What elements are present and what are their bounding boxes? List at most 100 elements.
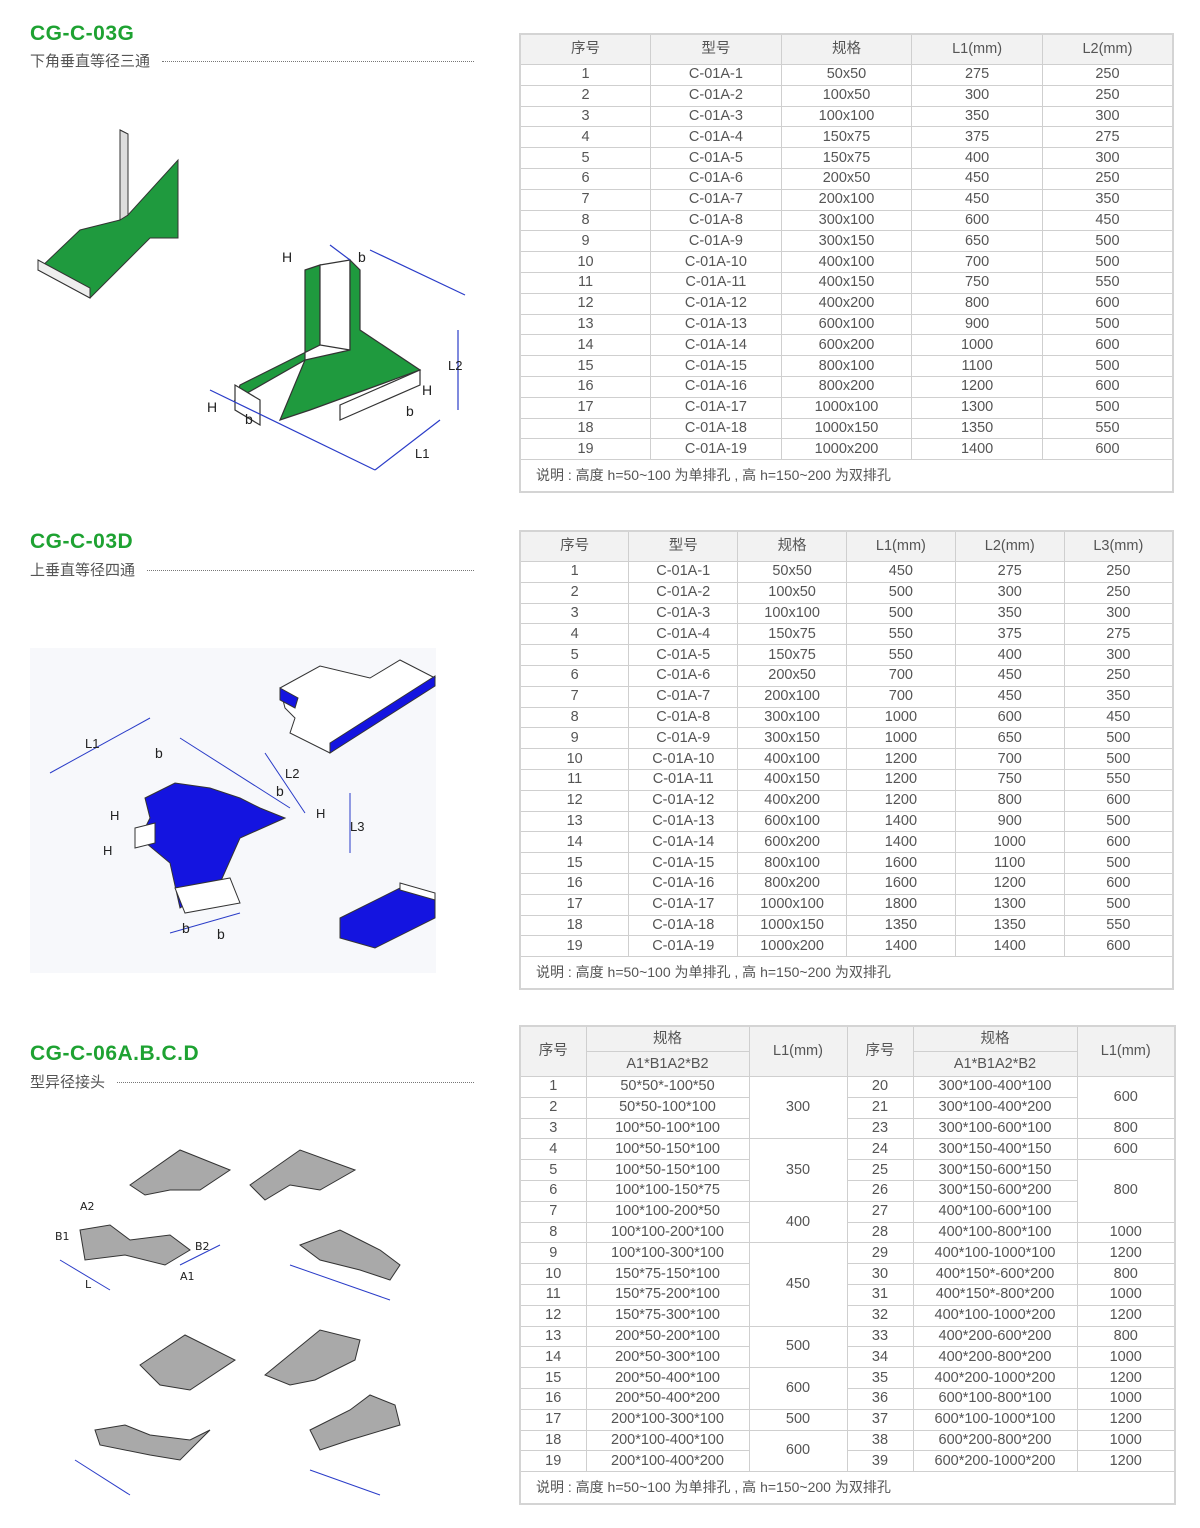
table-cell: 550 xyxy=(1041,417,1174,440)
table-cell: 11 xyxy=(519,271,652,294)
table-cell: 450 xyxy=(1063,706,1174,729)
reducer-illustrations: A2 B2 B1 L A1 xyxy=(55,1149,401,1496)
table-cell: C-01A-18 xyxy=(628,914,739,937)
table-cell: C-01A-6 xyxy=(650,167,782,190)
svg-text:L1: L1 xyxy=(85,736,99,751)
svg-text:b: b xyxy=(358,249,366,265)
table-note: 说明 : 高度 h=50~100 为单排孔 , 高 h=150~200 为双排孔 xyxy=(519,956,1174,990)
section-code: CG-C-03D xyxy=(30,530,134,553)
table-cell-spec: 300*100-400*100 xyxy=(912,1076,1078,1098)
table-cell: 350 xyxy=(911,105,1043,128)
table-cell-seq: 30 xyxy=(846,1263,914,1285)
table-cell-seq: 9 xyxy=(519,1242,587,1265)
cross-end-part xyxy=(339,882,436,949)
table-cell: 50x50 xyxy=(737,561,847,583)
table-cell: 650 xyxy=(954,727,1065,750)
table-cell: 1100 xyxy=(954,852,1065,874)
table-cell: 4 xyxy=(519,623,630,646)
tee-illustration: H b L2 H b H b L1 xyxy=(37,129,466,471)
table-cell: 1350 xyxy=(954,914,1065,937)
table-cell: 17 xyxy=(519,396,652,419)
table-cell: 1200 xyxy=(845,748,956,770)
table-cell: 250 xyxy=(1041,167,1174,190)
table-cell: 14 xyxy=(519,831,630,854)
table-cell: 500 xyxy=(1063,893,1174,916)
table-cell: 1000x150 xyxy=(780,417,913,440)
table-cell-spec: 100*100-300*100 xyxy=(585,1242,750,1265)
table-cell: C-01A-3 xyxy=(628,602,739,625)
table-cell: C-01A-12 xyxy=(628,789,739,812)
svg-text:H: H xyxy=(207,399,217,415)
table-cell: 800x100 xyxy=(737,852,847,874)
table-cell-l1: 1200 xyxy=(1076,1367,1176,1389)
table-cell: 450 xyxy=(1041,209,1174,232)
table-cell: 1300 xyxy=(911,396,1043,419)
table-cell: 1000 xyxy=(845,727,956,750)
column-header: 规格 xyxy=(737,530,847,562)
table-cell-spec: 400*200-1000*200 xyxy=(912,1367,1078,1389)
table-cell: 750 xyxy=(911,271,1043,294)
svg-text:B1: B1 xyxy=(55,1230,70,1243)
table-cell: 4 xyxy=(519,126,652,149)
table-cell: 1 xyxy=(519,561,630,583)
table-cell: 15 xyxy=(519,852,630,874)
reducer-bodies xyxy=(79,1224,401,1461)
svg-text:b: b xyxy=(155,745,163,761)
column-header-spec: 规格 xyxy=(912,1025,1078,1052)
table-cell-l1: 1000 xyxy=(1076,1387,1176,1410)
table-cell: C-01A-4 xyxy=(650,126,782,149)
table-cell-l1: 450 xyxy=(748,1242,848,1327)
table-cell: 10 xyxy=(519,251,652,273)
table-cell: 900 xyxy=(911,313,1043,336)
table-cell-spec: 100*50-150*100 xyxy=(585,1159,750,1181)
column-header: 规格 xyxy=(780,33,913,65)
svg-text:A2: A2 xyxy=(80,1200,95,1213)
table-cell: C-01A-1 xyxy=(628,561,739,583)
table-cell-seq: 1 xyxy=(519,1076,587,1098)
table-cell-spec: 200*50-400*200 xyxy=(585,1387,750,1410)
table-cell: 300 xyxy=(1041,105,1174,128)
table-cell: 1000 xyxy=(911,334,1043,357)
table-cell: 500 xyxy=(1041,313,1174,336)
reducer-covers xyxy=(129,1149,361,1391)
table-cell: 16 xyxy=(519,375,652,398)
table-cell-l1: 800 xyxy=(1076,1325,1176,1348)
table-cell-seq: 24 xyxy=(846,1138,914,1161)
table-cell: 18 xyxy=(519,914,630,937)
table-cell: 450 xyxy=(954,685,1065,708)
table-cell: 500 xyxy=(845,581,956,604)
table-cell: 1800 xyxy=(845,893,956,916)
table-cell: 400x100 xyxy=(737,748,847,770)
table-cell: 400x150 xyxy=(780,271,913,294)
table-cell-spec: 100*100-150*75 xyxy=(585,1179,750,1202)
table-cell: 600 xyxy=(1041,438,1174,461)
table-cell: 250 xyxy=(1063,664,1174,687)
table-cell: 150x75 xyxy=(780,147,913,169)
table-cell: 600 xyxy=(1041,292,1174,315)
table-cell: 8 xyxy=(519,209,652,232)
svg-text:B2: B2 xyxy=(195,1240,210,1253)
table-cell-seq: 13 xyxy=(519,1325,587,1348)
column-subheader-spec: A1*B1A2*B2 xyxy=(585,1051,750,1077)
table-cell: 600 xyxy=(1063,831,1174,854)
column-header-l1: L1(mm) xyxy=(748,1025,848,1077)
table-cell: 1100 xyxy=(911,355,1043,377)
